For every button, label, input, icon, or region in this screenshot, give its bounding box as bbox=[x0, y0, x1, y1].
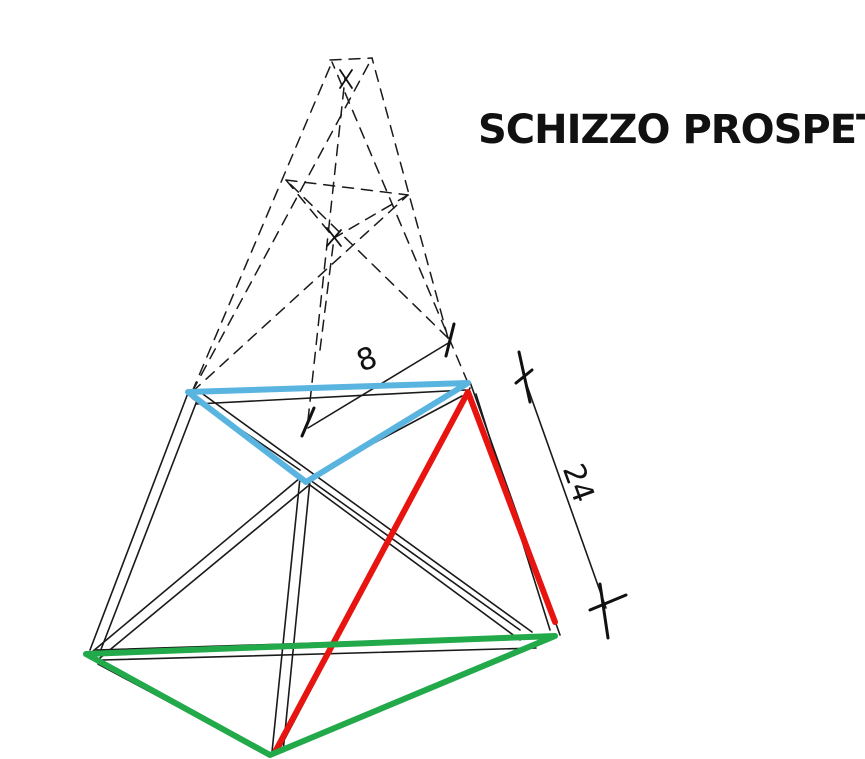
base-triangle-highlight bbox=[83, 633, 558, 758]
dimension-label-side: 8 bbox=[352, 340, 382, 379]
vanishing-point-marks bbox=[326, 69, 353, 247]
sketch-title: SCHIZZO PROSPETTICO. bbox=[478, 107, 865, 153]
top-triangle-highlight bbox=[185, 380, 471, 485]
dimension-label-height: 24 bbox=[555, 459, 601, 507]
diagonal-highlight bbox=[272, 389, 558, 755]
frame-struts bbox=[89, 381, 561, 756]
dashed-construction-lines bbox=[191, 57, 469, 421]
